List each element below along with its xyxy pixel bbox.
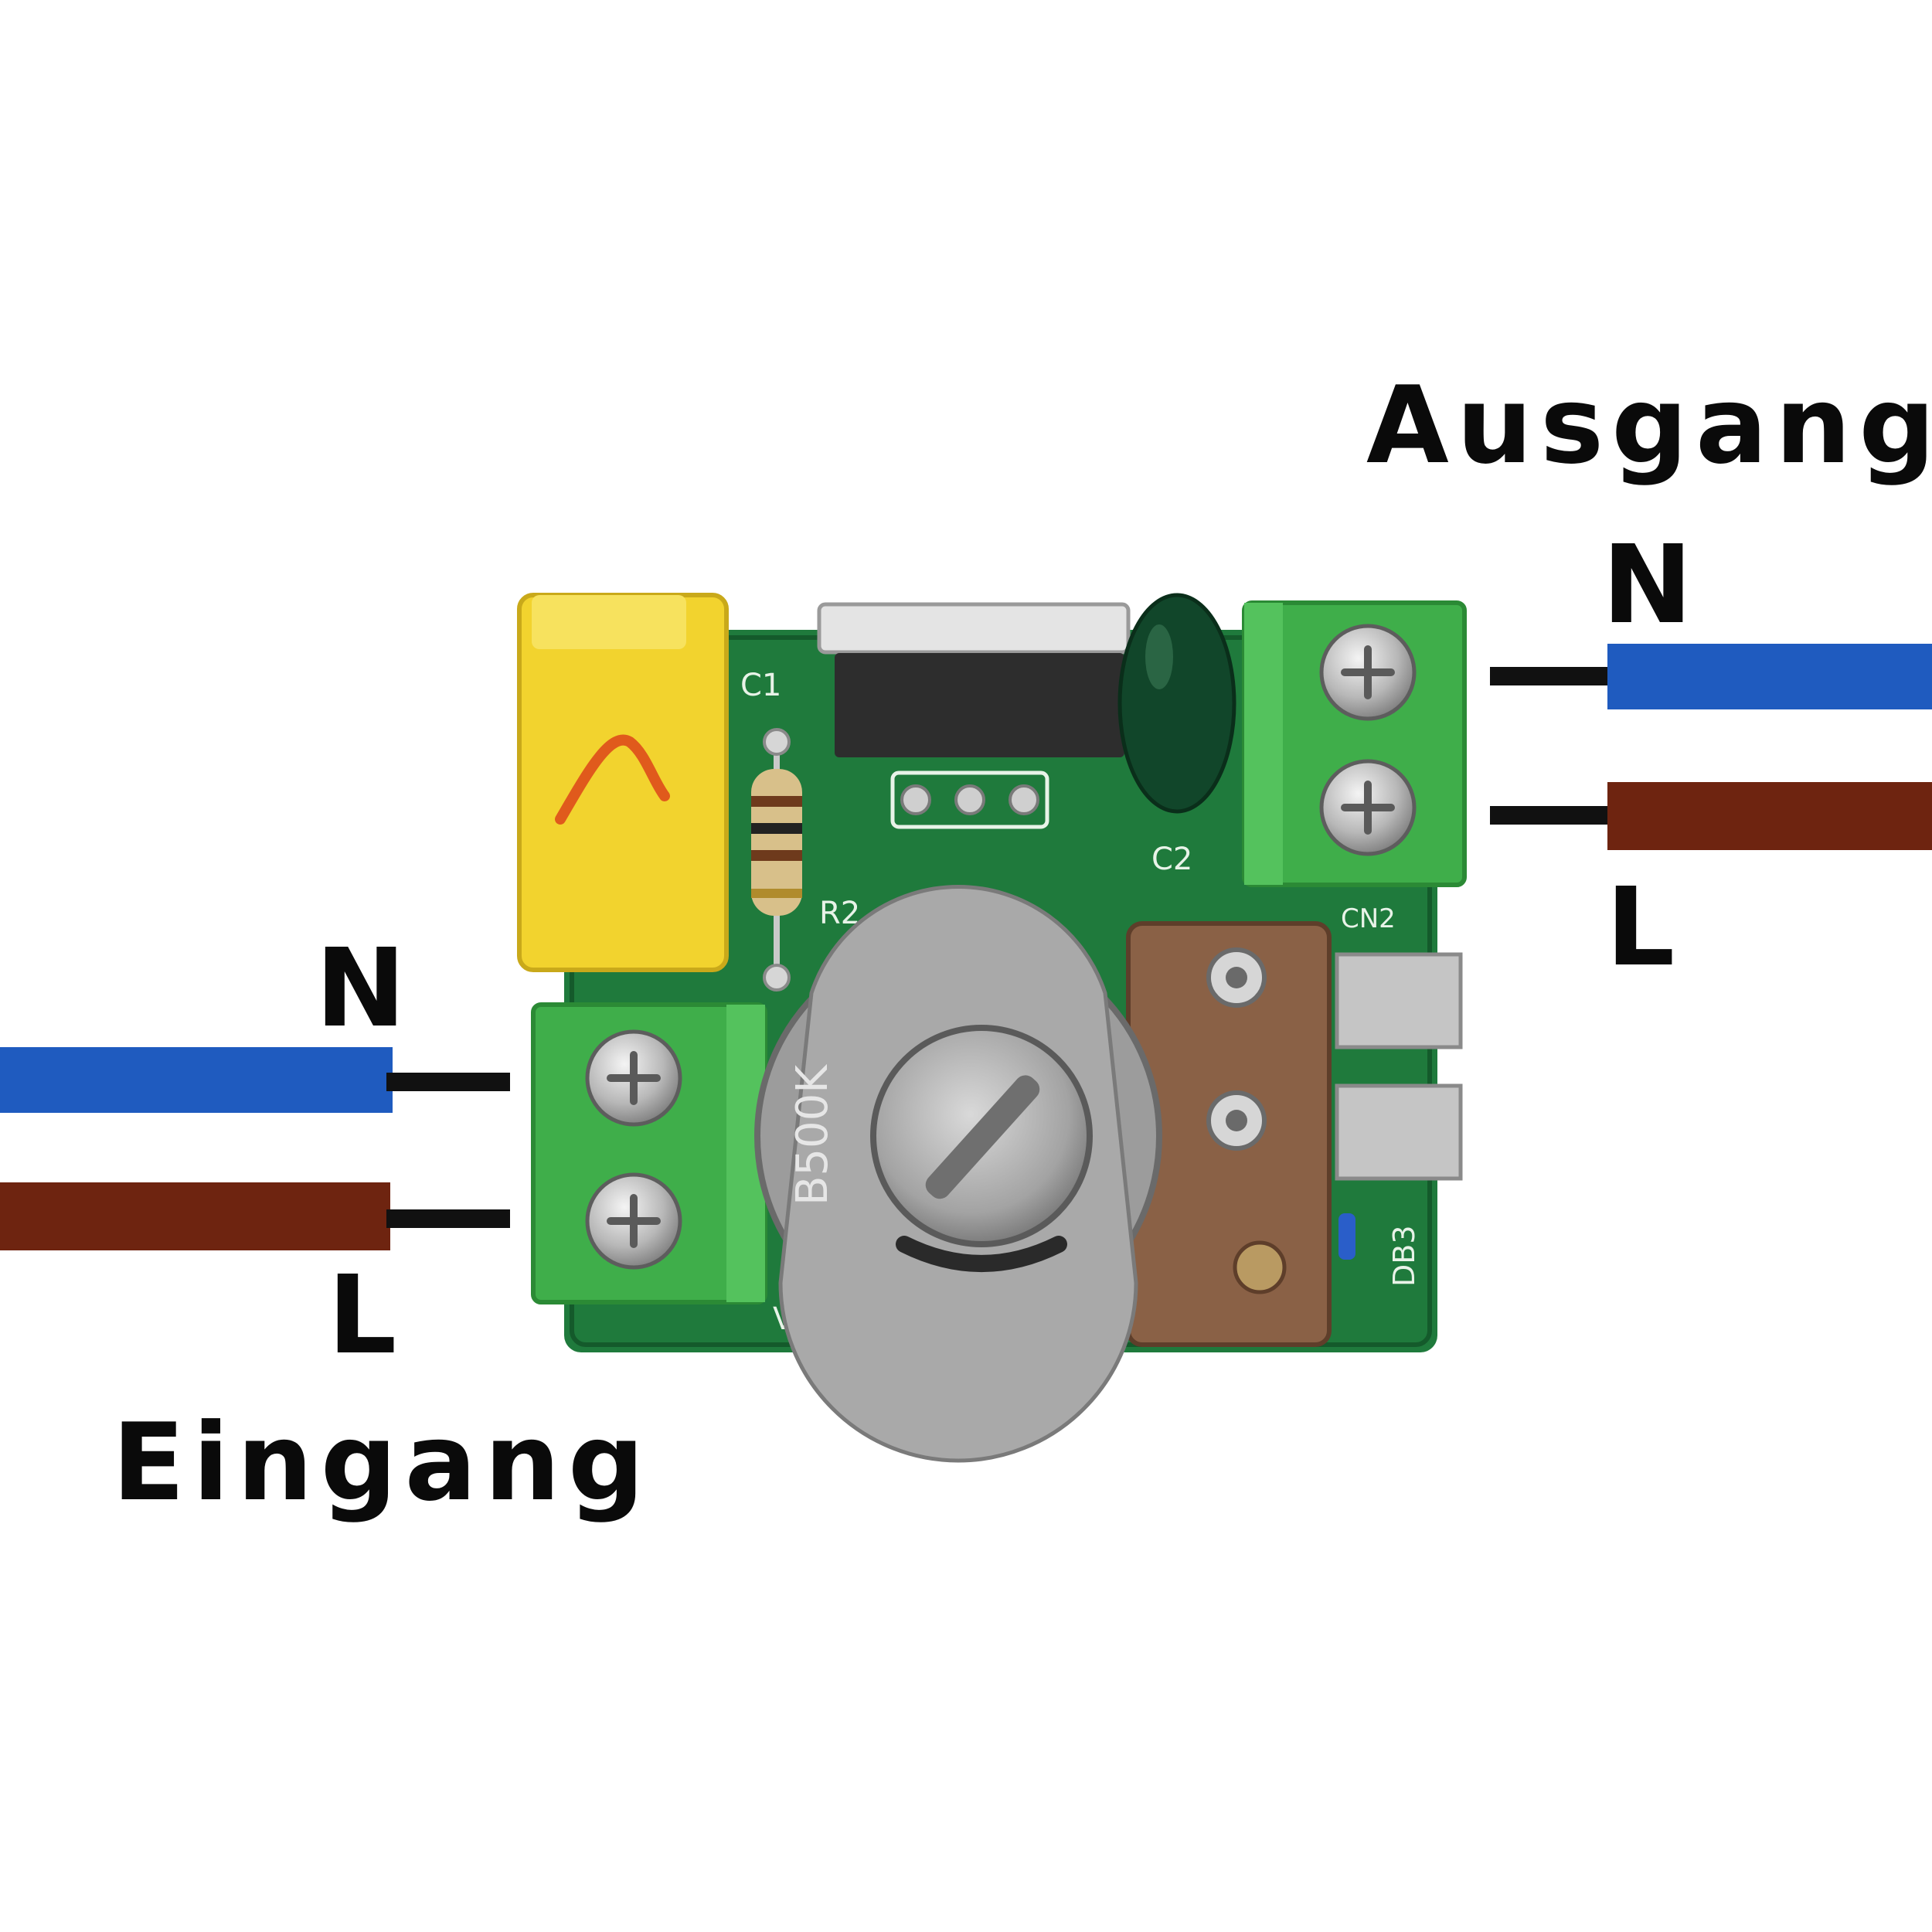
input-wire-l [0,1182,390,1250]
capacitor-c2-highlight [1145,624,1173,689]
capacitor-c1 [517,593,729,972]
input-screw-l-slot [607,1194,661,1248]
triac [817,602,1131,829]
pot-slot [925,1075,1040,1199]
potentiometer: B500K [754,885,1162,1463]
pot-marking: B500K [787,1064,838,1206]
switch-contacts [1335,952,1463,1181]
output-screw-n-slot [1341,645,1395,699]
silk-cn2: CN2 [1341,903,1396,934]
output-wiring [1490,644,1932,850]
input-label: Eingang [112,1400,652,1525]
input-l-label: L [328,1253,396,1379]
triac-pin-2 [954,784,985,815]
output-label: Ausgang [1366,363,1932,488]
silk-c1: C1 [740,668,781,703]
dimmer-board: C1 C2 R2 CN2 VR DB3 [517,593,1467,1463]
output-wire-n [1607,644,1932,709]
resistor-r2 [751,728,802,992]
output-l-label: L [1606,865,1675,991]
output-wire-l [1607,782,1932,850]
input-n-label: N [315,926,406,1052]
input-screw-n-slot [607,1051,661,1105]
silk-db3: DB3 [1387,1225,1421,1287]
output-terminal-block [1242,600,1467,887]
output-n-label: N [1602,522,1692,648]
silk-c2: C2 [1151,842,1192,877]
input-wiring [0,1047,510,1250]
triac-pin-3 [1009,784,1039,815]
input-wire-n [0,1047,393,1113]
diac-db3 [1338,1213,1355,1260]
capacitor-c2 [1117,593,1236,814]
capacitor-mark [555,734,670,825]
input-terminal-block [531,1002,767,1304]
triac-pin-1 [900,784,931,815]
output-screw-l-slot [1341,781,1395,835]
